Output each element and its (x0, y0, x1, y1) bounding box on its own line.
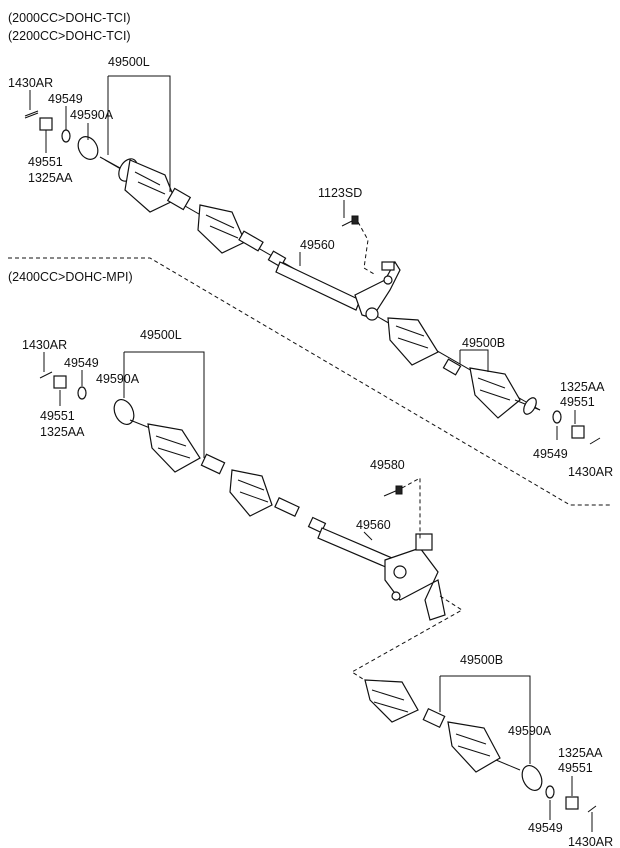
nut-left (39, 117, 53, 131)
label-49590a-left-2: 49590A (96, 372, 140, 386)
engine-label-2000cc: (2000CC>DOHC-TCI) (8, 11, 131, 25)
split-pin-left (24, 112, 39, 119)
label-49590a-right-2: 49590A (508, 724, 552, 738)
section-1-diagram: (2000CC>DOHC-TCI) (2200CC>DOHC-TCI) (8, 11, 613, 479)
label-49500l: 49500L (108, 55, 150, 69)
nut-right-2 (565, 796, 579, 810)
ring-right-2 (521, 765, 543, 791)
outer-cv-joint-right-2 (447, 721, 521, 773)
intermediate-shaft (267, 250, 401, 321)
inner-cv-joint-left-2 (229, 469, 300, 517)
engine-label-2400cc: (2400CC>DOHC-MPI) (8, 270, 133, 284)
label-1325aa-left-2: 1325AA (40, 425, 85, 439)
label-49551-right-2: 49551 (558, 761, 593, 775)
washer-left-2 (77, 386, 87, 400)
split-pin-right (589, 437, 601, 445)
ring-left-2 (113, 399, 135, 425)
washer-left (61, 129, 71, 143)
outer-cv-joint-left-2 (129, 419, 226, 475)
outer-cv-joint-right (469, 367, 541, 419)
label-1123sd: 1123SD (318, 186, 362, 200)
bolt-leader-dash-2 (401, 477, 421, 540)
label-1325aa-left: 1325AA (28, 171, 73, 185)
ring-left (77, 136, 99, 160)
washer-right-2 (545, 785, 555, 799)
label-49549-left: 49549 (48, 92, 83, 106)
washer-right (552, 410, 562, 424)
label-1325aa-right-2: 1325AA (558, 746, 603, 760)
label-49500b-2: 49500B (460, 653, 503, 667)
inner-cv-joint-left (197, 204, 264, 254)
label-1430ar-right: 1430AR (568, 465, 613, 479)
inner-cv-joint-right (387, 317, 462, 376)
section-2-diagram: (2400CC>DOHC-MPI) (8, 270, 613, 848)
label-49580: 49580 (370, 458, 405, 472)
label-49560-2: 49560 (356, 518, 391, 532)
bolt-49580 (383, 485, 403, 497)
nut-right (571, 425, 585, 439)
label-1325aa-right: 1325AA (560, 380, 605, 394)
label-49551-left: 49551 (28, 155, 63, 169)
inner-cv-joint-right-2 (364, 679, 446, 729)
label-49549-left-2: 49549 (64, 356, 99, 370)
engine-label-2200cc: (2200CC>DOHC-TCI) (8, 29, 131, 43)
bolt-1123sd (341, 215, 359, 227)
outer-cv-joint-left (99, 156, 192, 213)
split-pin-left-2 (39, 371, 53, 379)
label-1430ar-left: 1430AR (8, 76, 53, 90)
section-divider (8, 257, 612, 506)
label-49560: 49560 (300, 238, 335, 252)
label-1430ar-right-2: 1430AR (568, 835, 613, 848)
bolt-leader-dash (357, 221, 375, 275)
split-pin-right-2 (587, 805, 597, 813)
intermediate-shaft-2 (307, 516, 446, 621)
nut-left-2 (53, 375, 67, 389)
label-49549-right-2: 49549 (528, 821, 563, 835)
label-49590a-left: 49590A (70, 108, 114, 122)
label-49500b: 49500B (462, 336, 505, 350)
label-49551-left-2: 49551 (40, 409, 75, 423)
label-49500l-2: 49500L (140, 328, 182, 342)
label-49549-right: 49549 (533, 447, 568, 461)
label-1430ar-left-2: 1430AR (22, 338, 67, 352)
label-49551-right: 49551 (560, 395, 595, 409)
